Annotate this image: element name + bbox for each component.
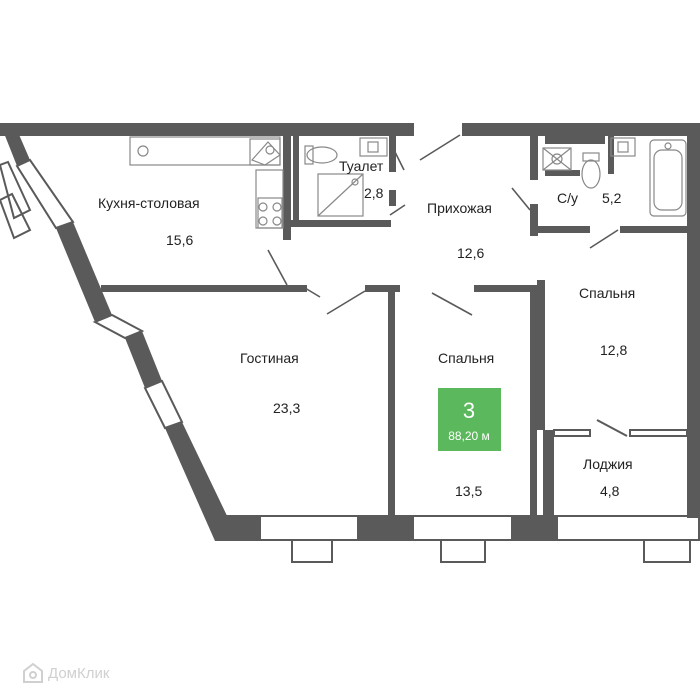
bathtub-icon [649,139,687,217]
washbasin-icon [359,137,388,157]
toilet-fixtures [304,137,388,217]
doors [267,134,619,316]
apartment-badge: 3 88,20 м [438,388,501,451]
bathroom-area: 5,2 [602,190,622,206]
loggia-area: 4,8 [600,483,620,499]
toilet-name: Туалет [339,158,384,174]
watermark-text: ДомКлик [48,664,110,682]
washer-icon [542,147,572,171]
walls [0,123,700,541]
stove-burner-icon [137,145,149,157]
house-logo-icon [23,662,43,683]
hallway-name: Прихожая [427,200,492,216]
living-name: Гостиная [240,350,299,366]
watermark: ДомКлик [22,660,109,686]
bedroom1-area: 13,5 [455,483,482,499]
bathroom-name: С/у [557,190,578,206]
bath-washbasin-icon [610,137,636,157]
kitchen-counter [129,136,281,166]
bedroom2-area: 12,8 [600,342,627,358]
bathroom-fixtures [542,137,687,217]
loggia-name: Лоджия [583,456,633,472]
windows-bottom [259,515,700,563]
toilet-icon [304,145,314,165]
living-area: 23,3 [273,400,300,416]
windows-diagonal [0,158,184,430]
bedroom1-name: Спальня [438,350,494,366]
hallway-area: 12,6 [457,245,484,261]
loggia-partition [553,419,688,437]
kitchen-area: 15,6 [166,232,193,248]
kitchen-name: Кухня-столовая [98,195,200,211]
shower-icon [317,173,364,217]
badge-rooms: 3 [463,398,475,423]
toilet-area: 2,8 [364,185,384,201]
bedroom2-name: Спальня [579,285,635,301]
kitchen-fixtures [129,136,284,229]
badge-area: 88,20 м [448,429,490,443]
bath-toilet-icon [582,152,600,162]
